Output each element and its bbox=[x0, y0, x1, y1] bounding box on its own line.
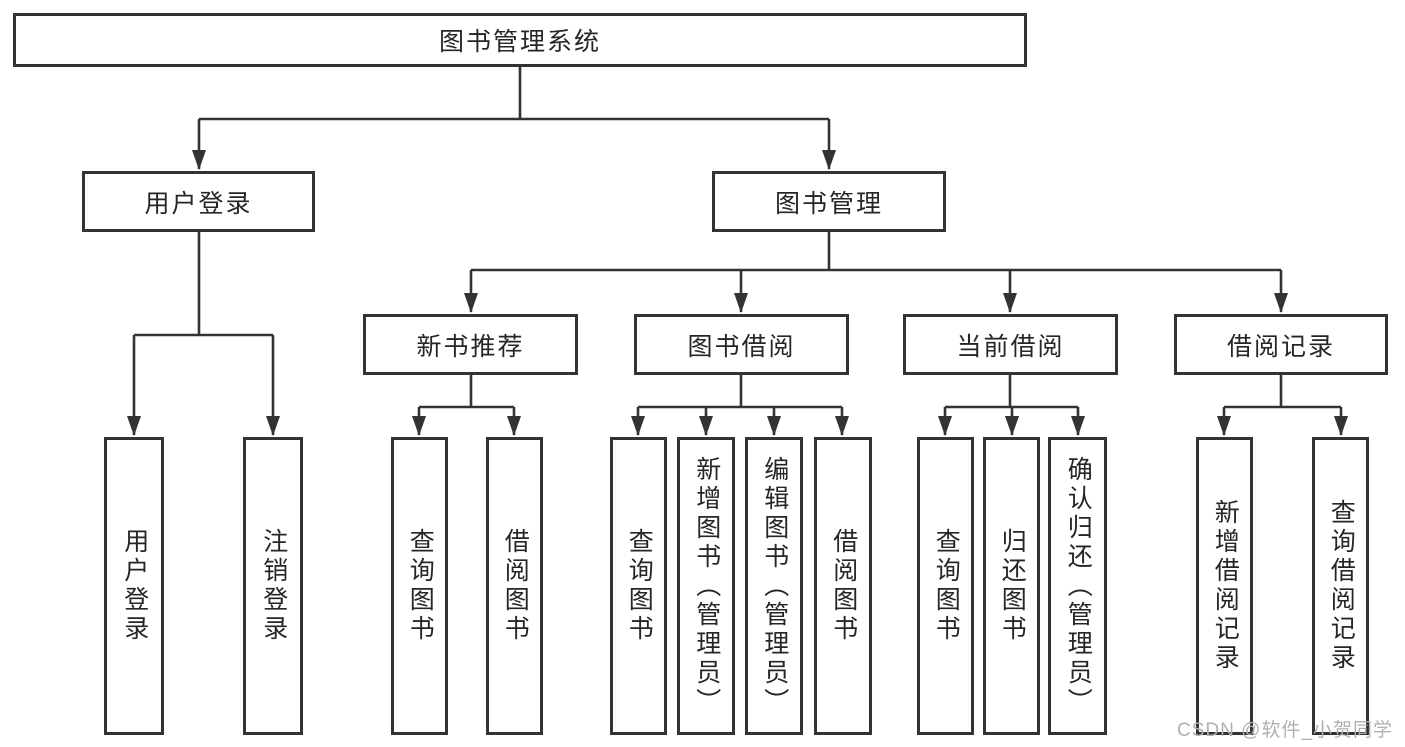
leaf-current-query-book: 查询图书 bbox=[917, 437, 974, 735]
leaf-user-login-label: 用户登录 bbox=[120, 528, 149, 644]
leaf-records-query-record: 查询借阅记录 bbox=[1312, 437, 1369, 735]
edge-records-trunk bbox=[1224, 375, 1341, 409]
node-root-system: 图书管理系统 bbox=[13, 13, 1027, 67]
leaf-current-return-book-label: 归还图书 bbox=[998, 528, 1027, 644]
leaf-recommend-borrow-book-label: 借阅图书 bbox=[501, 528, 530, 644]
leaf-borrow-query-book: 查询图书 bbox=[610, 437, 667, 735]
leaf-borrow-add-book-admin: 新增图书（管理员） bbox=[677, 437, 735, 735]
leaf-borrow-edit-book-admin: 编辑图书（管理员） bbox=[745, 437, 803, 735]
leaf-current-query-book-label: 查询图书 bbox=[932, 528, 961, 644]
edge-login-trunk bbox=[134, 232, 273, 337]
leaf-recommend-query-book-label: 查询图书 bbox=[406, 528, 435, 644]
leaf-borrow-add-book-admin-label: 新增图书（管理员） bbox=[692, 455, 721, 717]
leaf-current-return-book: 归还图书 bbox=[983, 437, 1040, 735]
watermark: CSDN @软件_小贺同学 bbox=[1177, 720, 1393, 741]
node-borrow-records: 借阅记录 bbox=[1174, 314, 1388, 375]
leaf-borrow-borrow-book: 借阅图书 bbox=[814, 437, 872, 735]
leaf-borrow-borrow-book-label: 借阅图书 bbox=[829, 528, 858, 644]
leaf-borrow-query-book-label: 查询图书 bbox=[625, 528, 654, 644]
leaf-records-add-record-label: 新增借阅记录 bbox=[1211, 499, 1240, 673]
leaf-current-confirm-return-admin-label: 确认归还（管理员） bbox=[1064, 455, 1093, 717]
node-current-borrow: 当前借阅 bbox=[903, 314, 1118, 375]
edge-root-trunk bbox=[199, 67, 829, 121]
edge-current-trunk bbox=[945, 375, 1078, 409]
leaf-borrow-edit-book-admin-label: 编辑图书（管理员） bbox=[760, 455, 789, 717]
edge-recommend-trunk bbox=[419, 375, 514, 409]
leaf-current-confirm-return-admin: 确认归还（管理员） bbox=[1048, 437, 1107, 735]
leaf-user-login: 用户登录 bbox=[104, 437, 164, 735]
node-book-borrow: 图书借阅 bbox=[634, 314, 849, 375]
leaf-logout-label: 注销登录 bbox=[259, 528, 288, 644]
edge-borrow-trunk bbox=[638, 375, 842, 409]
leaf-recommend-query-book: 查询图书 bbox=[391, 437, 448, 735]
node-book-management: 图书管理 bbox=[712, 171, 946, 232]
leaf-records-add-record: 新增借阅记录 bbox=[1196, 437, 1253, 735]
leaf-recommend-borrow-book: 借阅图书 bbox=[486, 437, 543, 735]
node-user-login: 用户登录 bbox=[82, 171, 315, 232]
leaf-logout: 注销登录 bbox=[243, 437, 303, 735]
leaf-records-query-record-label: 查询借阅记录 bbox=[1327, 499, 1356, 673]
node-new-book-recommend: 新书推荐 bbox=[363, 314, 578, 375]
edge-mgmt-trunk bbox=[471, 232, 1281, 272]
